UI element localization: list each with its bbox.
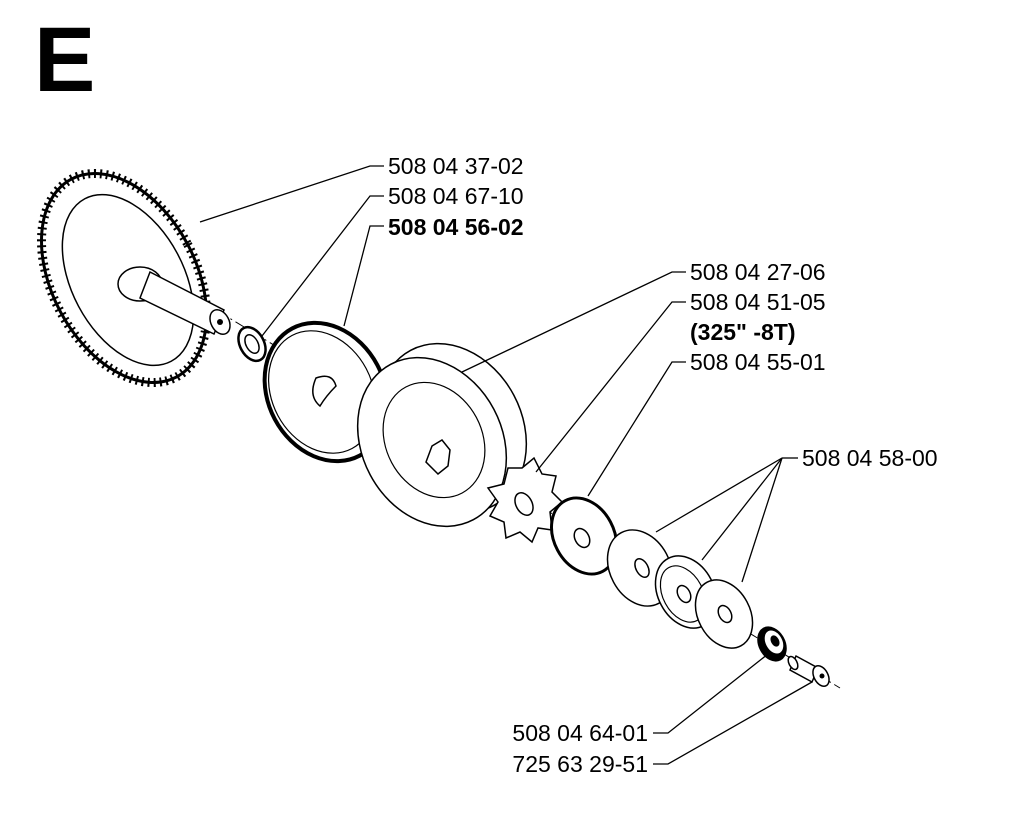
- label-screw: 725 63 29-51: [512, 751, 648, 777]
- clutch-plate-icon: [262, 320, 390, 464]
- label-spacer: 508 04 55-01: [690, 349, 826, 375]
- label-drum: 508 04 27-06: [690, 259, 826, 285]
- label-small-washer: 508 04 67-10: [388, 183, 524, 209]
- small-washer-icon: [237, 325, 267, 363]
- label-sprocket-spec: (325" -8T): [690, 319, 796, 345]
- sprocket-icon: [486, 456, 564, 544]
- label-sprocket: 508 04 51-05: [690, 289, 826, 315]
- clutch-drum-icon: [356, 342, 528, 528]
- thrust-washer-3-icon: [694, 579, 754, 649]
- leader-lines: [199, 165, 813, 765]
- label-gear: 508 04 37-02: [388, 153, 524, 179]
- label-clutch-plate: 508 04 56-02: [388, 214, 524, 240]
- needle-bearing-icon: [757, 626, 787, 662]
- label-washers: 508 04 58-00: [802, 445, 938, 471]
- thrust-washer-2-icon: [654, 555, 718, 629]
- label-bearing: 508 04 64-01: [512, 720, 648, 746]
- spacer-washer-icon: [550, 496, 618, 576]
- bevel-gear-icon: [37, 168, 231, 388]
- section-letter: E: [34, 9, 96, 111]
